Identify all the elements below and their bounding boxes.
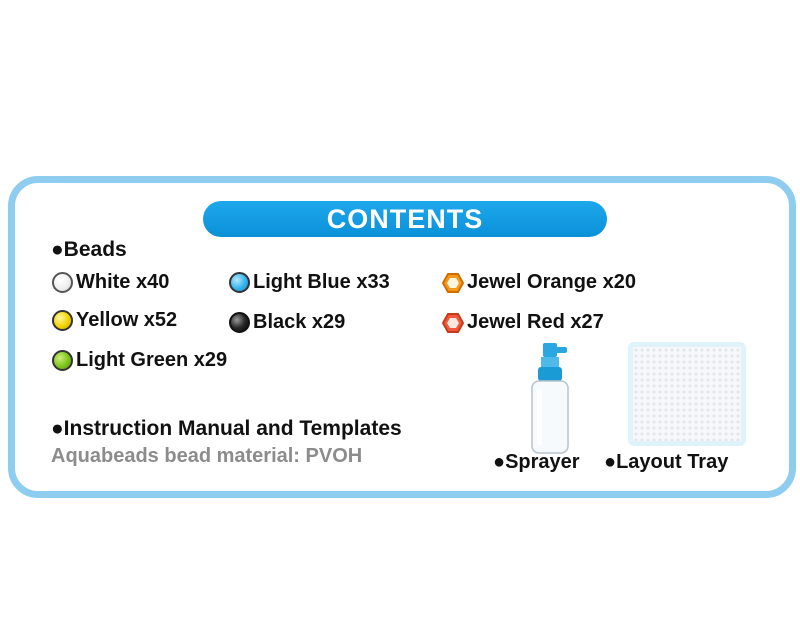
bead-item-white: White x40 <box>52 271 169 294</box>
contents-heading: CONTENTS <box>203 201 607 237</box>
jewel-red-bead-icon <box>442 312 464 333</box>
layout-tray-label: ●Layout Tray <box>604 451 729 473</box>
bead-item-jewel-orange: Jewel Orange x20 <box>442 271 636 294</box>
bead-label: Light Blue x33 <box>253 271 390 293</box>
layout-tray-image <box>628 342 746 446</box>
light-blue-bead-icon <box>229 272 250 293</box>
yellow-bead-icon <box>52 310 73 331</box>
bead-label: Jewel Orange x20 <box>467 271 636 293</box>
beads-heading: ●Beads <box>51 238 127 261</box>
manual-label: ●Instruction Manual and Templates <box>51 417 402 440</box>
bead-item-light-green: Light Green x29 <box>52 349 227 372</box>
light-green-bead-icon <box>52 350 73 371</box>
black-bead-icon <box>229 312 250 333</box>
contents-panel: CONTENTS ●Beads White x40 Yellow x52 Lig… <box>8 176 796 498</box>
material-note: Aquabeads bead material: PVOH <box>51 445 363 467</box>
white-bead-icon <box>52 272 73 293</box>
jewel-orange-bead-icon <box>442 272 464 293</box>
bead-item-light-blue: Light Blue x33 <box>229 271 390 294</box>
bead-label: Yellow x52 <box>76 309 178 331</box>
sprayer-image <box>531 343 569 454</box>
bead-item-jewel-red: Jewel Red x27 <box>442 311 604 334</box>
bead-item-yellow: Yellow x52 <box>52 309 177 332</box>
sprayer-label: ●Sprayer <box>493 451 580 473</box>
bead-item-black: Black x29 <box>229 311 345 334</box>
bead-label: Black x29 <box>253 311 346 333</box>
bead-label: Jewel Red x27 <box>467 311 604 333</box>
bead-label: White x40 <box>76 271 170 293</box>
bead-label: Light Green x29 <box>76 349 228 371</box>
